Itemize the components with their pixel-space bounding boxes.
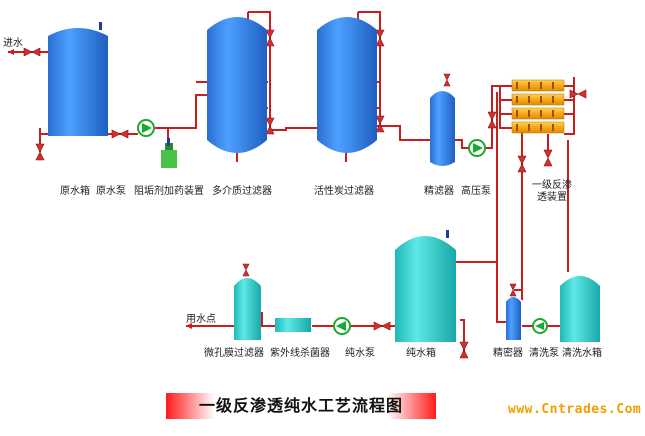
valve-mm-6 xyxy=(265,117,275,135)
raw-tank-level-icon xyxy=(99,22,102,30)
raw-water-tank xyxy=(48,28,108,136)
multimedia-filter xyxy=(207,17,267,153)
pipe-mm-to-carbon xyxy=(270,127,318,131)
clean-pump-label: 清洗泵 xyxy=(529,348,559,359)
pipe-uv-to-mf xyxy=(261,312,275,327)
diagram-title: 一级反渗透纯水工艺流程图 xyxy=(198,396,403,415)
high-pressure-pump xyxy=(468,139,486,157)
valve-c-1 xyxy=(375,29,385,47)
title-banner: 一级反渗透纯水工艺流程图 xyxy=(166,393,436,419)
pipe-mm-bypass xyxy=(248,11,271,130)
valve-prec-vent xyxy=(443,73,451,87)
pure-tank-level-icon xyxy=(446,230,449,238)
fine-filter-label: 精密器 xyxy=(493,348,523,359)
inlet-label: 进水 xyxy=(3,38,23,49)
valve-clean-1 xyxy=(517,155,527,173)
raw-water-pump xyxy=(137,119,155,137)
micro-membrane-filter xyxy=(234,278,261,340)
cleaning-pump xyxy=(532,318,548,334)
uv-label: 紫外线杀菌器 xyxy=(270,348,330,359)
pipe-ro-right xyxy=(564,85,575,135)
carbon-label: 活性炭过滤器 xyxy=(314,186,374,197)
micro-filter-label: 微孔膜过滤器 xyxy=(204,348,264,359)
valve-pure xyxy=(373,321,391,331)
pipe-ro-left xyxy=(499,86,512,129)
inlet-arrow xyxy=(8,49,14,55)
pipe-pure-drain xyxy=(460,319,465,352)
ro-membrane xyxy=(511,93,565,106)
fine-filter xyxy=(506,297,521,340)
hp-pump-label: 高压泵 xyxy=(461,186,491,197)
multimedia-label: 多介质过滤器 xyxy=(212,186,272,197)
valve-ro-out xyxy=(569,89,587,99)
valve-raw-drain xyxy=(35,143,45,161)
pure-water-tank xyxy=(395,236,456,342)
antiscalant-label: 阻垢剂加药装置 xyxy=(134,186,204,197)
use-point-arrow xyxy=(186,323,192,329)
precision-label: 精滤器 xyxy=(424,186,454,197)
antiscalant-dosing-device xyxy=(161,138,177,168)
valve-mf-vent xyxy=(242,263,250,277)
cleaning-water-tank xyxy=(560,276,600,342)
valve-conc xyxy=(543,149,553,167)
use-point-label: 用水点 xyxy=(186,314,216,325)
valve-inlet xyxy=(23,47,41,57)
raw-tank-label: 原水箱 xyxy=(60,186,90,197)
valve-hp xyxy=(487,111,497,129)
ro-membrane-stack xyxy=(511,79,565,134)
valve-fine-vent xyxy=(509,283,517,297)
valve-c-6 xyxy=(375,115,385,133)
pure-pump-label: 纯水泵 xyxy=(345,348,375,359)
ro-membrane xyxy=(511,121,565,134)
ro-membrane xyxy=(511,79,565,92)
pure-tank-label: 纯水箱 xyxy=(406,348,436,359)
watermark-url: www.Cntrades.Com xyxy=(508,402,642,417)
uv-sterilizer xyxy=(275,318,311,332)
carbon-filter xyxy=(317,17,377,153)
pipe-hp-to-ro xyxy=(485,85,512,149)
ro-membrane xyxy=(511,107,565,120)
pipe-prec-to-hp xyxy=(455,139,470,149)
pure-water-pump xyxy=(333,317,351,335)
pipe-c-bypass xyxy=(358,11,381,126)
raw-pump-label: 原水泵 xyxy=(96,186,126,197)
clean-tank-label: 清洗水箱 xyxy=(562,348,602,359)
pipe-fine-in xyxy=(496,262,506,323)
valve-mm-1 xyxy=(265,29,275,47)
pipe-pump-to-mm xyxy=(155,94,207,129)
valve-raw-pump xyxy=(111,129,129,139)
precision-filter xyxy=(430,91,455,166)
ro-unit-label: 一级反渗透装置 xyxy=(532,180,572,203)
valve-pure-drain xyxy=(459,341,469,359)
